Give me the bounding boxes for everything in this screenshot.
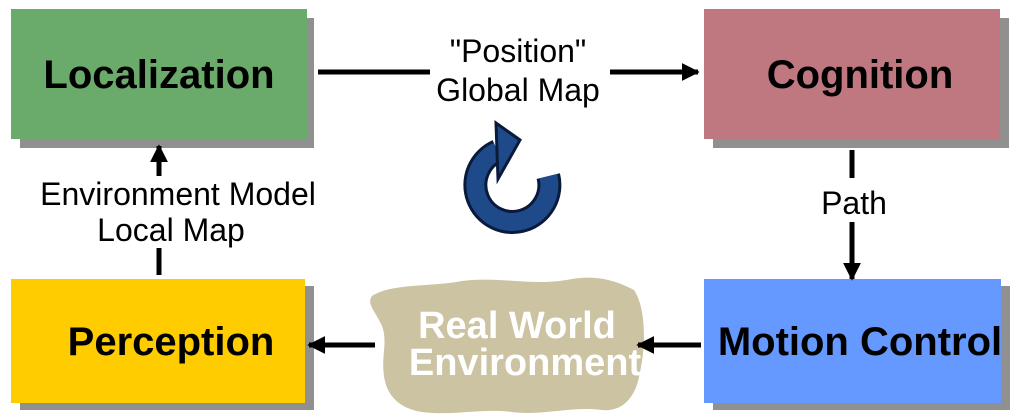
perception-box-fill (11, 279, 305, 403)
edge-cognition-to-motion-control: Path (821, 150, 887, 281)
cycle-arrow-head (494, 120, 522, 185)
circular-arrow-icon (463, 120, 562, 234)
edge-perc-loc-label-line2: Local Map (97, 212, 245, 248)
motion-control-box-fill (704, 279, 1001, 403)
cycle-arrow-body (466, 142, 559, 231)
motion-control-label: Motion Control (718, 320, 1002, 364)
edge-loc-cog-label-line2: Global Map (436, 72, 600, 108)
motion-control-box: Motion Control (704, 279, 1010, 410)
cognition-box-fill (704, 9, 1000, 139)
edge-loc-cog-label-line1: "Position" (450, 33, 587, 69)
environment-label-line1: Real World (418, 305, 616, 347)
perception-box: Perception (11, 279, 314, 410)
localization-box: Localization (11, 9, 314, 148)
edge-cog-motion-label: Path (821, 185, 887, 221)
environment-blob: Real World Environment (370, 277, 644, 414)
perception-label: Perception (68, 320, 275, 364)
environment-blob-shape (370, 277, 644, 414)
edge-perception-to-localization: Environment Model Local Map (40, 144, 316, 275)
cognition-label: Cognition (767, 53, 954, 97)
edge-perc-loc-label-line1: Environment Model (40, 176, 316, 212)
environment-label-line2: Environment (409, 342, 642, 384)
cognition-box: Cognition (704, 9, 1009, 148)
edge-localization-to-cognition: "Position" Global Map (318, 33, 700, 108)
localization-box-fill (11, 9, 307, 139)
localization-label: Localization (43, 53, 274, 97)
